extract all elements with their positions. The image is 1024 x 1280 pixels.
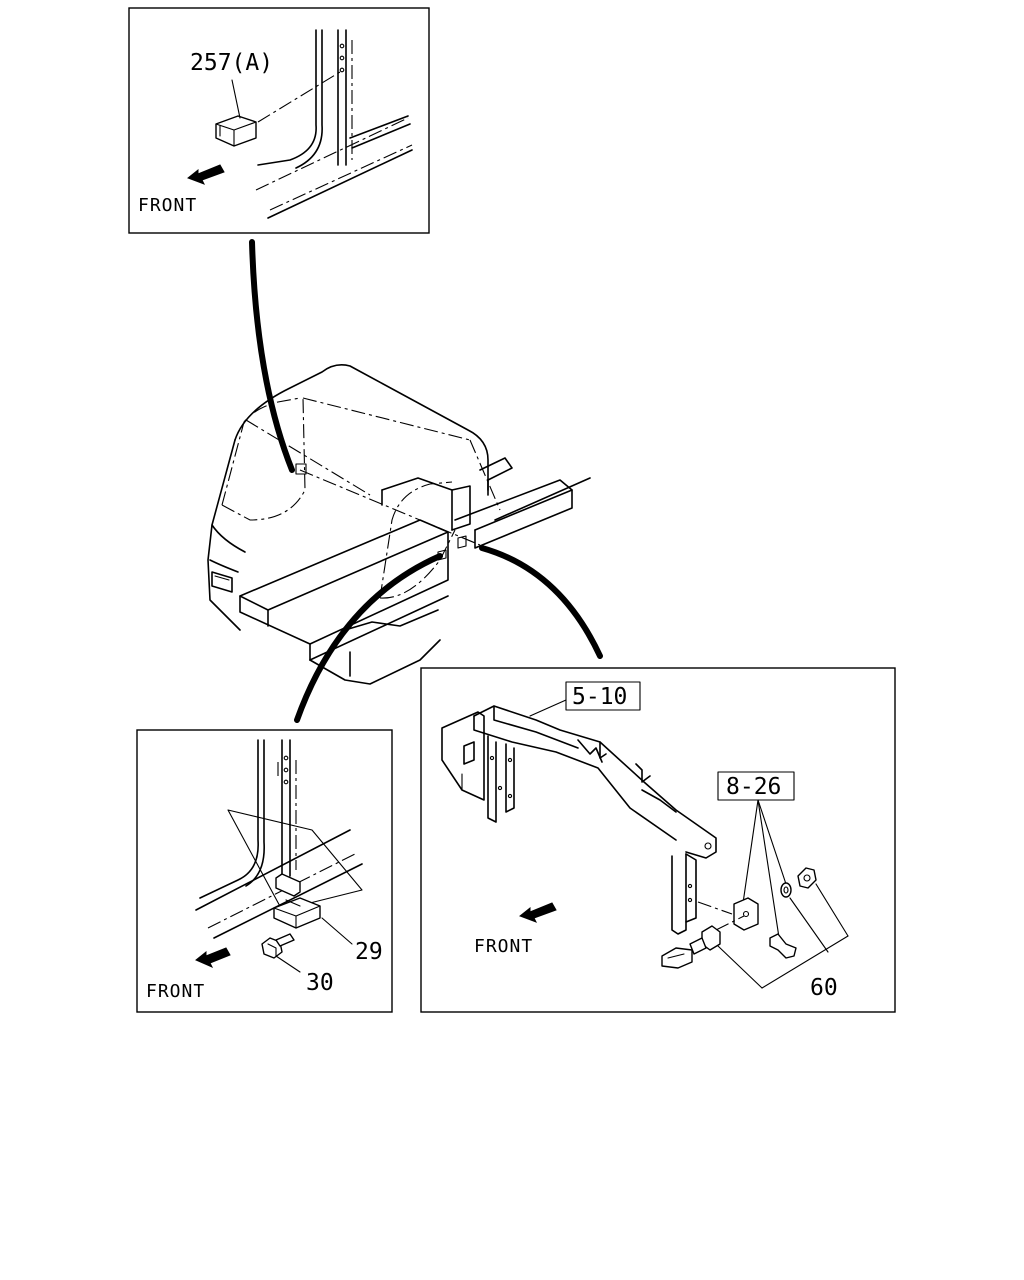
- front-arrow-icon: [519, 902, 557, 923]
- callout-30: 30: [306, 970, 334, 996]
- front-arrow-icon: [187, 164, 225, 185]
- front-label-bottom-right: FRONT: [474, 936, 533, 957]
- front-label-top: FRONT: [138, 195, 197, 216]
- callout-8-26: 8-26: [726, 774, 781, 800]
- detail-panel-top: 257(A) FRONT: [128, 7, 430, 234]
- front-arrow-icon: [195, 947, 231, 969]
- sensor-bracket: [697, 897, 759, 931]
- callout-5-10: 5-10: [572, 684, 627, 710]
- nut-part: [797, 867, 817, 889]
- callout-60: 60: [810, 975, 838, 1001]
- connector-line-top: [249, 239, 295, 473]
- sensor-part: [661, 925, 721, 969]
- reference-box-5-10: [565, 681, 641, 711]
- connector-line-left: [294, 553, 443, 723]
- washer-part: [780, 882, 792, 898]
- connector-line-right: [479, 545, 603, 659]
- callout-257a: 257(A): [190, 50, 273, 76]
- bolt-part-30: [261, 933, 295, 959]
- detail-panel-bottom-right: 5-10 8-26: [420, 667, 896, 1013]
- clip-part-29: [273, 873, 321, 929]
- detail-panel-bottom-left: 29 30 FRONT: [136, 729, 393, 1013]
- switch-part-257a: [215, 115, 257, 147]
- frame-bracket: [441, 705, 717, 935]
- front-label-bottom-left: FRONT: [146, 981, 205, 1002]
- truck-cab-overview: [207, 364, 591, 685]
- reference-box-8-26: [717, 771, 795, 801]
- callout-29: 29: [355, 939, 383, 965]
- bolt-part: [769, 933, 797, 959]
